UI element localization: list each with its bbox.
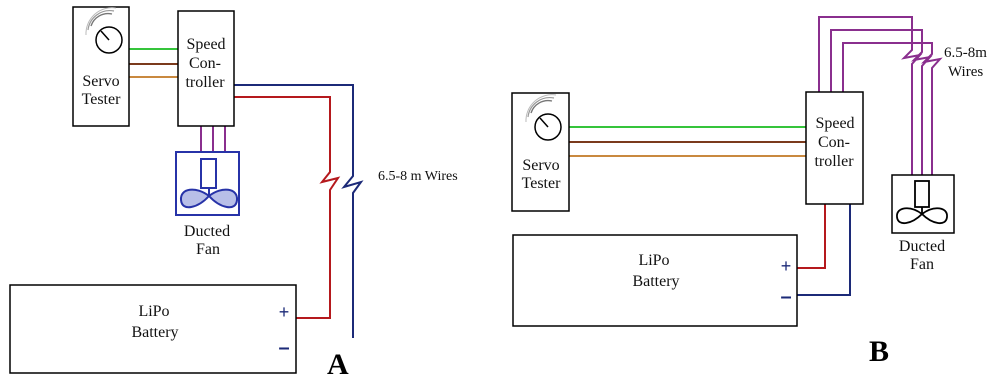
wires-length-label-2: Wires <box>948 64 983 80</box>
ducted-fan-icon <box>175 151 240 216</box>
panel-a: Servo Tester Speed Con- troller Ducted F… <box>9 6 458 378</box>
speed-controller-label-1: Speed <box>186 36 225 53</box>
dial-icon <box>525 94 562 141</box>
speed-controller-label-3: troller <box>185 74 225 91</box>
panel-label-b: B <box>869 335 889 368</box>
negative-wire <box>234 84 364 338</box>
positive-wire <box>797 204 826 269</box>
ducted-fan-icon <box>891 174 955 234</box>
servo-tester-label-2: Tester <box>522 175 562 192</box>
wires-length-label-1: 6.5-8m <box>944 45 987 61</box>
speed-controller-label-2: Con- <box>189 55 221 72</box>
dial-icon <box>85 7 123 54</box>
battery-plus: + <box>279 302 290 322</box>
battery-plus: + <box>781 256 792 276</box>
speed-controller-box <box>805 91 864 205</box>
positive-wire <box>234 96 341 319</box>
battery-minus: – <box>780 286 791 308</box>
servo-tester-label-2: Tester <box>82 91 122 108</box>
servo-tester-box <box>72 6 130 127</box>
ducted-fan-label-2: Fan <box>910 256 934 273</box>
ducted-fan-label-1: Ducted <box>899 238 945 255</box>
battery-box <box>512 234 798 327</box>
ducted-fan-label-2: Fan <box>196 241 220 258</box>
panel-label-a: A <box>327 348 349 378</box>
motor-wire-2 <box>830 29 933 175</box>
battery-label-1: LiPo <box>638 252 669 269</box>
servo-tester-label-1: Servo <box>82 73 119 90</box>
battery-minus: – <box>278 337 289 359</box>
ducted-fan-label-1: Ducted <box>184 223 230 240</box>
battery-label-1: LiPo <box>138 303 169 320</box>
motor-wire-1 <box>818 16 923 175</box>
speed-controller-box <box>177 10 235 127</box>
motor-wire-3 <box>842 42 943 175</box>
panel-b: Servo Tester Speed Con- troller Ducted F… <box>511 16 987 368</box>
battery-box <box>9 284 297 374</box>
servo-tester-box <box>511 92 570 212</box>
negative-wire <box>797 204 851 296</box>
battery-label-2: Battery <box>632 273 679 290</box>
speed-controller-label-3: troller <box>814 153 854 170</box>
servo-tester-label-1: Servo <box>522 157 559 174</box>
battery-label-2: Battery <box>131 324 178 341</box>
wires-length-label: 6.5-8 m Wires <box>378 169 458 184</box>
speed-controller-label-2: Con- <box>818 134 850 151</box>
speed-controller-label-1: Speed <box>815 115 854 132</box>
